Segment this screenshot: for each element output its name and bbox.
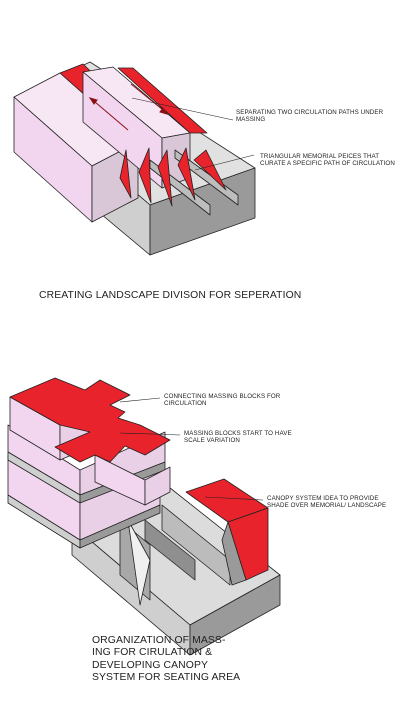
level1-mass-front — [79, 464, 161, 541]
ground-2-top — [71, 479, 281, 626]
memorial-triangle-grey — [127, 519, 151, 606]
level1-slab-front — [79, 504, 161, 549]
canopy-top — [185, 478, 269, 523]
circulation-arrow-left — [94, 101, 129, 131]
level2-slab-front — [79, 461, 166, 504]
caption-organization: ORGANIZATION OF MASS- ING FOR CIRULATION… — [92, 635, 342, 685]
inner-wall-1 — [119, 519, 151, 601]
leader-line-3 — [119, 397, 161, 403]
arrow-head-right — [159, 107, 169, 115]
level2-mass-front — [79, 431, 166, 496]
circulation-arrow-right — [130, 83, 164, 111]
inner-wall-3 — [144, 519, 196, 581]
memorial-triangle-1 — [119, 149, 132, 199]
massing-roof-red — [9, 377, 171, 463]
level2-mass-left — [7, 424, 81, 496]
memorial-triangle-4 — [177, 147, 196, 201]
leader-line-1 — [131, 97, 234, 121]
canopy-side — [227, 507, 269, 581]
caption-line-1: ORGANIZATION OF MASS- — [92, 635, 226, 646]
inner-wall-2 — [161, 504, 231, 586]
top-mass-mid — [59, 409, 96, 461]
top-mass-right-side — [94, 454, 146, 506]
right-mass-roof-strip — [117, 67, 208, 134]
caption-landscape-division: CREATING LANDSCAPE DIVISON FOR SEPERATIO… — [39, 290, 302, 301]
caption-line-4: SYSTEM FOR SEATING AREA — [92, 672, 241, 684]
top-mass-right-front — [144, 466, 171, 506]
level1-mass-left — [7, 454, 81, 541]
diagram-1-axonometric — [13, 61, 256, 256]
callout-connecting-blocks: CONNECTING MASSING BLOCKS FOR CIRCULATIO… — [164, 393, 281, 408]
caption-line-3: DEVELOPING CANOPY — [92, 659, 209, 671]
level1-slab-left — [7, 494, 81, 549]
memorial-triangle-3 — [157, 149, 173, 207]
callout-separating-paths: SEPARATING TWO CIRCULATION PATHS UNDER M… — [236, 109, 384, 124]
memorial-triangle-5 — [193, 149, 227, 191]
leader-line-5 — [204, 496, 264, 501]
canopy-shadow — [221, 521, 247, 586]
callout-triangular-memorial: TRIANGULAR MEMORIAL PEICES THAT CURATE A… — [260, 153, 395, 168]
memorial-triangle-2 — [138, 147, 152, 204]
leader-line-2 — [194, 154, 255, 171]
arrow-head-left — [88, 97, 98, 105]
top-mass-left — [9, 396, 61, 461]
callout-canopy-system: CANOPY SYSTEM IDEA TO PROVIDE SHADE OVER… — [267, 495, 387, 510]
level2-slab-left — [7, 451, 81, 504]
leader-line-4 — [119, 432, 181, 436]
caption-line-2: ING FOR CIRULATION & — [92, 647, 213, 659]
callout-scale-variation: MASSING BLOCKS START TO HAVE SCALE VARIA… — [184, 430, 292, 445]
